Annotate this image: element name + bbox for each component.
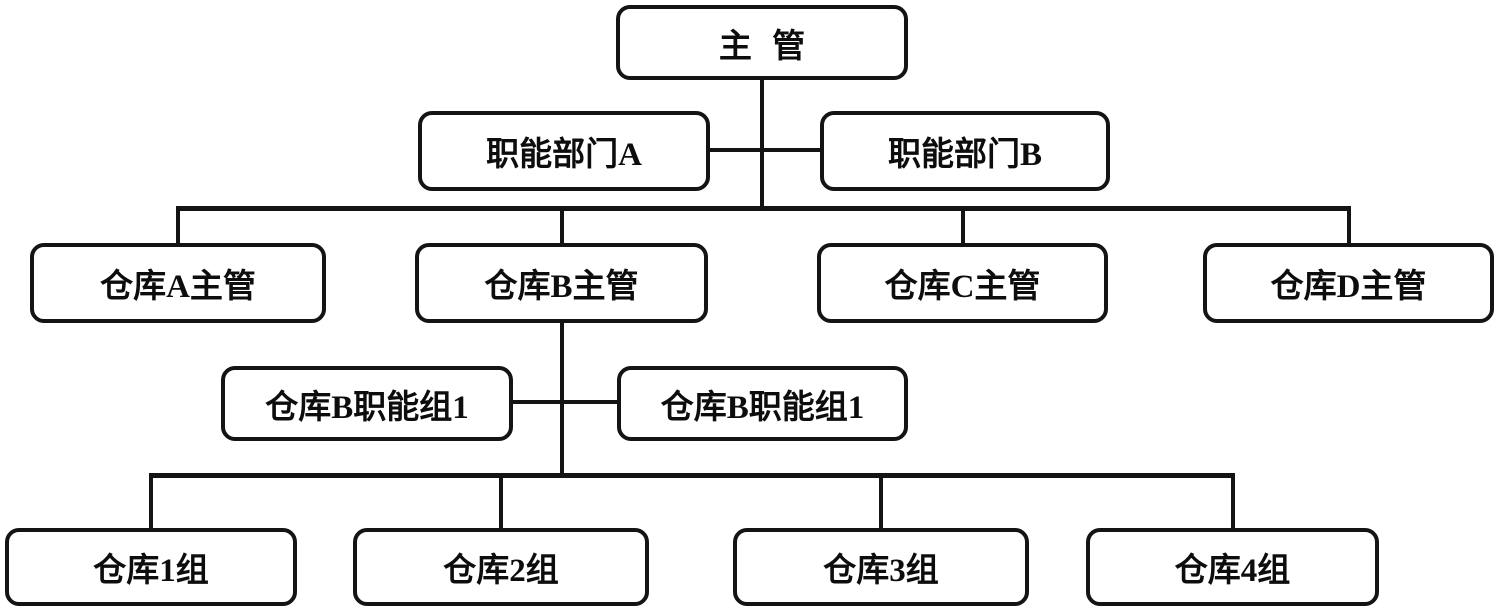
connector-stub-warehouse-d xyxy=(1347,206,1351,245)
org-node-functional-dept-a-label: 职能部门A xyxy=(486,137,642,173)
org-node-functional-dept-b-label: 职能部门B xyxy=(887,137,1042,173)
org-node-warehouse-group1: 仓库1组 xyxy=(5,528,297,606)
connector-stub-group2 xyxy=(499,473,503,530)
connector-root-vertical xyxy=(760,78,764,210)
org-node-root: 主 管 xyxy=(616,5,908,80)
org-node-root-label: 主 管 xyxy=(718,28,806,65)
org-node-warehouse-group4: 仓库4组 xyxy=(1086,528,1379,606)
org-node-warehouse-d-supervisor-label: 仓库D主管 xyxy=(1270,269,1427,305)
connector-stub-group4 xyxy=(1231,473,1235,530)
org-node-warehouse-b-func-group-left-label: 仓库B职能组1 xyxy=(265,389,469,426)
connector-level5-horizontal xyxy=(149,473,1235,478)
connector-warehouse-b-vertical xyxy=(560,321,564,477)
org-node-warehouse-group1-label: 仓库1组 xyxy=(93,553,209,589)
org-node-warehouse-group3: 仓库3组 xyxy=(733,528,1029,606)
org-node-warehouse-group4-label: 仓库4组 xyxy=(1174,553,1291,589)
org-node-warehouse-group2-label: 仓库2组 xyxy=(443,553,559,589)
org-node-warehouse-c-supervisor-label: 仓库C主管 xyxy=(884,269,1041,305)
connector-stub-warehouse-a xyxy=(176,206,180,245)
connector-stub-group1 xyxy=(149,473,153,530)
org-node-functional-dept-b: 职能部门B xyxy=(820,111,1110,191)
org-node-warehouse-b-func-group-right-label: 仓库B职能组1 xyxy=(660,389,865,426)
org-node-warehouse-a-supervisor: 仓库A主管 xyxy=(30,243,326,323)
org-node-warehouse-c-supervisor: 仓库C主管 xyxy=(817,243,1108,323)
connector-dept-a-dept-b-horizontal xyxy=(708,148,822,152)
org-node-warehouse-group2: 仓库2组 xyxy=(353,528,649,606)
connector-stub-warehouse-b xyxy=(560,206,564,245)
org-node-warehouse-b-func-group-right: 仓库B职能组1 xyxy=(617,366,908,441)
connector-level3-horizontal xyxy=(176,206,1351,211)
org-node-warehouse-group3-label: 仓库3组 xyxy=(823,553,939,589)
org-node-warehouse-a-supervisor-label: 仓库A主管 xyxy=(100,269,256,305)
org-node-warehouse-b-supervisor-label: 仓库B主管 xyxy=(484,269,639,305)
org-node-warehouse-b-func-group-left: 仓库B职能组1 xyxy=(221,366,513,441)
connector-stub-group3 xyxy=(879,473,883,530)
connector-stub-warehouse-c xyxy=(961,206,965,245)
connector-func-groups-horizontal xyxy=(511,400,619,404)
org-node-warehouse-b-supervisor: 仓库B主管 xyxy=(415,243,708,323)
org-node-functional-dept-a: 职能部门A xyxy=(418,111,710,191)
org-node-warehouse-d-supervisor: 仓库D主管 xyxy=(1203,243,1494,323)
